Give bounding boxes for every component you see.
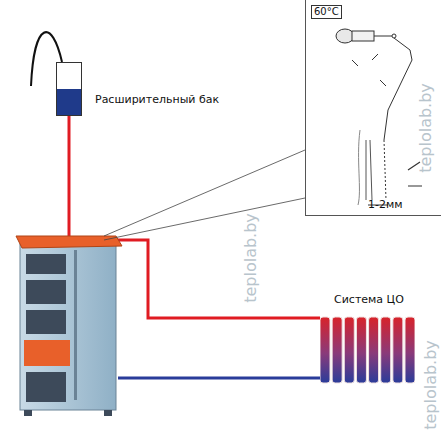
gap-dimension: 1-2мм xyxy=(368,198,403,211)
tank-label: Расширительный бак xyxy=(95,93,219,106)
leader-line xyxy=(104,150,305,236)
watermark: teplolab.by xyxy=(241,213,260,303)
radiator: Система ЦО xyxy=(320,315,415,385)
return-pipe xyxy=(118,377,320,380)
supply-pipe xyxy=(112,240,320,318)
temperature-setting: 60°C xyxy=(311,5,342,19)
radiator-fins xyxy=(320,315,415,385)
system-label: Система ЦО xyxy=(334,293,404,306)
draft-regulator-drawing xyxy=(336,29,422,205)
supply-pipe xyxy=(68,116,71,240)
watermark: teplolab.by xyxy=(421,340,440,430)
expansion-tank: Расширительный бак xyxy=(56,62,82,116)
leader-line xyxy=(104,198,305,240)
boiler xyxy=(16,236,122,416)
watermark: teplolab.by xyxy=(416,83,435,173)
